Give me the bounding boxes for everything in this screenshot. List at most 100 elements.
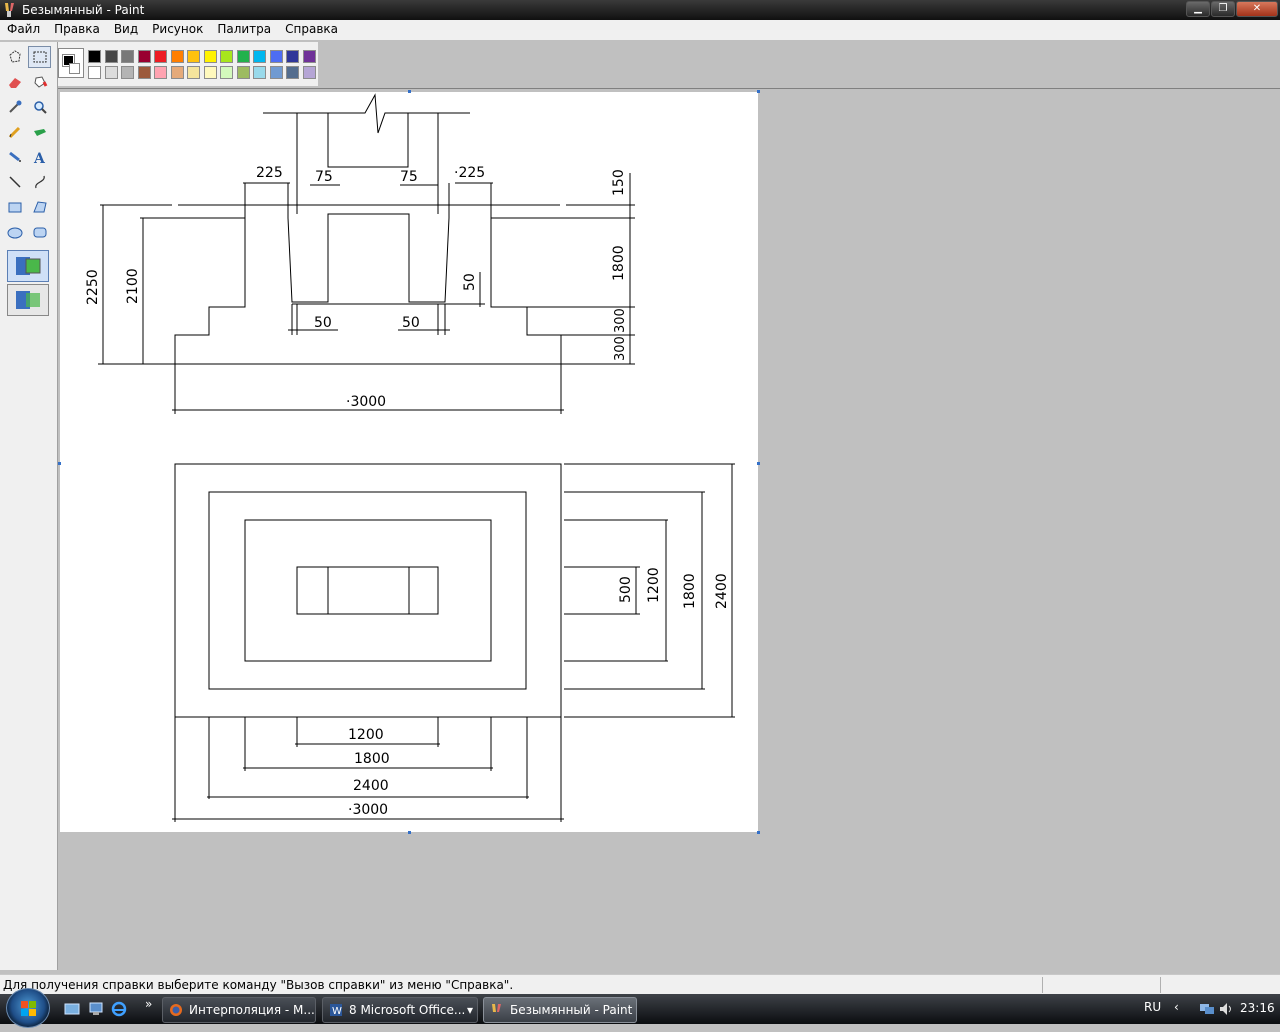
free-form-select-icon[interactable] <box>3 46 26 68</box>
dim-75-right: 75 <box>400 169 418 185</box>
internet-explorer-icon[interactable] <box>111 1001 127 1017</box>
taskbar-item-word[interactable]: W 8 Microsoft Office... ▾ <box>322 997 478 1023</box>
palette-swatch[interactable] <box>88 66 101 79</box>
dim-plan-3000-bottom: ·3000 <box>348 802 388 818</box>
resize-handle-top-right[interactable] <box>757 90 760 93</box>
foundation-drawing: 225 75 75 ·225 150 1800 300 300 50 2250 … <box>85 93 735 822</box>
quicklaunch-overflow-icon[interactable]: » <box>145 997 153 1011</box>
minimize-button[interactable]: ▁ <box>1186 1 1210 17</box>
show-desktop-icon[interactable] <box>64 1001 80 1017</box>
start-button[interactable] <box>6 988 50 1028</box>
svg-text:A: A <box>33 151 46 165</box>
transparent-background-option[interactable] <box>7 284 49 316</box>
line-icon[interactable] <box>3 171 26 193</box>
palette-swatch[interactable] <box>170 66 184 79</box>
menu-help[interactable]: Справка <box>285 22 339 36</box>
current-colors[interactable] <box>58 48 84 78</box>
palette-swatch[interactable] <box>203 50 217 63</box>
resize-handle-bottom-right[interactable] <box>757 831 760 834</box>
palette-swatch[interactable] <box>104 50 118 63</box>
palette-swatch[interactable] <box>121 50 134 63</box>
eraser-icon[interactable] <box>3 71 26 93</box>
brush-icon[interactable] <box>28 121 51 143</box>
airbrush-icon[interactable] <box>3 146 26 168</box>
svg-text:W: W <box>332 1006 342 1017</box>
palette-swatch[interactable] <box>236 66 250 79</box>
paint-icon <box>492 1004 501 1012</box>
menu-view[interactable]: Вид <box>113 22 139 36</box>
fill-icon[interactable] <box>28 71 51 93</box>
status-divider <box>1042 977 1043 993</box>
palette-swatch[interactable] <box>121 66 134 79</box>
foreground-color <box>62 54 75 67</box>
taskbar-item-paint[interactable]: Безымянный - Paint <box>483 997 637 1023</box>
menu-colors[interactable]: Палитра <box>217 22 272 36</box>
tray-chevron-icon[interactable]: ‹ <box>1174 1000 1179 1014</box>
curve-icon[interactable] <box>28 171 51 193</box>
clock[interactable]: 23:16 <box>1240 1001 1275 1015</box>
text-icon[interactable]: A <box>28 146 51 168</box>
palette-swatch[interactable] <box>137 66 151 79</box>
resize-handle-bottom[interactable] <box>408 831 411 834</box>
menu-image[interactable]: Рисунок <box>152 22 204 36</box>
window-title: Безымянный - Paint <box>22 3 145 17</box>
drawing-canvas[interactable]: 225 75 75 ·225 150 1800 300 300 50 2250 … <box>60 92 758 832</box>
rounded-rectangle-icon[interactable] <box>28 221 51 243</box>
palette-swatch[interactable] <box>187 50 200 63</box>
resize-handle-right[interactable] <box>757 462 760 465</box>
palette-swatch[interactable] <box>220 50 233 63</box>
group-chevron-icon[interactable]: ▾ <box>466 1003 473 1017</box>
palette-swatch[interactable] <box>269 50 283 63</box>
taskbar-item-firefox[interactable]: Интерполяция - M... <box>162 997 316 1023</box>
palette-swatch[interactable] <box>302 66 316 79</box>
palette-swatch[interactable] <box>236 50 250 63</box>
status-text: Для получения справки выберите команду "… <box>3 978 514 992</box>
menu-bar: Файл Правка Вид Рисунок Палитра Справка <box>0 20 1280 40</box>
menu-edit[interactable]: Правка <box>54 22 100 36</box>
select-icon[interactable] <box>28 46 51 68</box>
magnifier-icon[interactable] <box>28 96 51 118</box>
language-indicator[interactable]: RU <box>1144 1000 1162 1014</box>
resize-handle-top[interactable] <box>408 90 411 93</box>
palette-swatch[interactable] <box>286 66 299 79</box>
palette-swatch[interactable] <box>269 66 283 79</box>
palette-swatch[interactable] <box>220 66 233 79</box>
dim-75-left: 75 <box>315 169 333 185</box>
palette-swatch[interactable] <box>88 50 101 63</box>
background-color <box>69 63 80 74</box>
palette-swatch[interactable] <box>104 66 118 79</box>
palette-swatch[interactable] <box>187 66 200 79</box>
palette-swatch[interactable] <box>203 66 217 79</box>
switch-windows-icon[interactable] <box>88 1001 104 1017</box>
palette-swatch[interactable] <box>286 50 299 63</box>
ellipse-icon[interactable] <box>3 221 26 243</box>
close-button[interactable]: ✕ <box>1236 1 1278 17</box>
palette-swatch[interactable] <box>302 50 316 63</box>
palette-swatch[interactable] <box>154 66 167 79</box>
windows-logo-icon <box>21 1001 36 1016</box>
palette-swatch[interactable] <box>170 50 184 63</box>
firefox-icon <box>170 1004 182 1016</box>
dim-225-right: ·225 <box>454 165 485 181</box>
paint-app-icon <box>5 3 14 17</box>
menu-file[interactable]: Файл <box>7 22 41 36</box>
opaque-background-option[interactable] <box>7 250 49 282</box>
polygon-icon[interactable] <box>28 196 51 218</box>
network-icon[interactable] <box>1199 1001 1215 1017</box>
volume-icon[interactable] <box>1218 1001 1234 1017</box>
dim-2250: 2250 <box>85 269 101 305</box>
palette-swatch[interactable] <box>253 50 266 63</box>
dim-plan-2400-right: 2400 <box>714 573 730 609</box>
dim-plan-1200-right: 1200 <box>646 567 662 603</box>
rectangle-icon[interactable] <box>3 196 26 218</box>
resize-handle-left[interactable] <box>58 462 61 465</box>
color-picker-icon[interactable] <box>3 96 26 118</box>
palette-swatch[interactable] <box>154 50 167 63</box>
status-bar: Для получения справки выберите команду "… <box>0 974 1280 994</box>
palette-swatch[interactable] <box>253 66 266 79</box>
pencil-icon[interactable] <box>3 121 26 143</box>
color-palette <box>58 42 318 86</box>
maximize-button[interactable]: ❐ <box>1211 1 1235 17</box>
dim-225-left: 225 <box>256 165 283 181</box>
palette-swatch[interactable] <box>137 50 151 63</box>
